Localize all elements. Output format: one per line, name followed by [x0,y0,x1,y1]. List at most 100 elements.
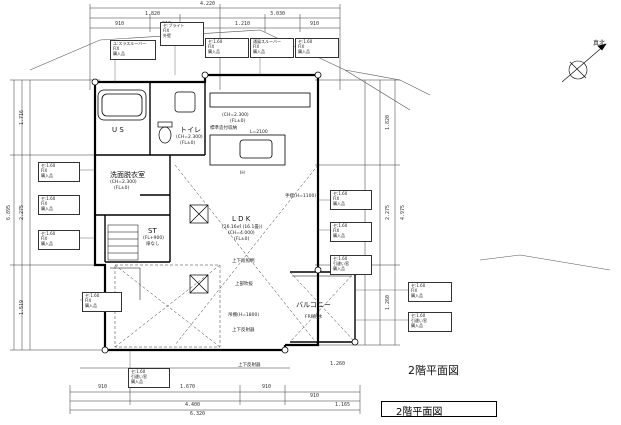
note-box-3: セ:1.60 FIX 購入品 [205,38,249,58]
dim-right-total: 4.975 [400,204,407,221]
dim-right-seg-2: 2.275 [385,204,392,221]
dim-bottom-total: 6.320 [190,411,206,417]
dim-right-seg-1: 1.820 [385,114,392,131]
dim-top-left: 1.820 [145,11,161,17]
note-11-line-2: 引違い窓 [411,318,427,323]
right-dimension-lines [315,79,400,346]
ceiling-note: 吊棚(H=1800) [228,313,260,318]
note-3-line-1: セ:1.60 [208,39,223,44]
kitchen-counter [209,92,311,166]
note-8-line-3: 購入品 [333,201,345,206]
upper-void-note: 上部吹抜 [235,282,253,287]
note-9-line-3: 購入品 [333,233,345,238]
note-box-10: セ:1.60 FIX 購入品 [408,282,452,302]
note-box-6: セ:1.60 FIX 購入品 [38,162,80,182]
ldk-ch: (CH=4.000) [228,231,255,236]
title-box: 2階平面図 [381,401,497,418]
dim-left-seg-3: 1.519 [19,299,26,316]
washroom-ch: (CH=2.300) [110,180,137,185]
kitchen-storage-label: 標準造付収納 [210,126,237,131]
note-box-4: 通風スルーバー FIX 購入品 [250,38,294,58]
note-10-line-1: セ:1.60 [411,283,426,288]
note-15-line-2: 引違い窓 [333,261,349,266]
note-box-11: セ:1.60 引違い窓 購入品 [408,312,452,332]
note-15-line-1: セ:1.60 [333,256,348,261]
handrail-note: 手摺(H=1100) [285,194,317,199]
bottom-reflector-note: 上下反射器 [238,363,261,368]
toilet-fl: (FL±0) [180,141,196,146]
ldk-area: (26.16㎡ (16.1畳)) [222,225,263,230]
note-box-5: セ:1.60 FIX 購入品 [295,38,339,58]
dim-right-seg-3: 1.260 [385,294,392,311]
balcony-note: FRP防水 [305,315,323,320]
dim-bottom-seg-2: 910 [310,393,320,399]
note-2-line-3: 購入品 [113,51,125,56]
dim-bottom-seg-3: 1.165 [335,402,351,408]
note-box-9: セ:1.60 FIX 購入品 [330,222,372,242]
note-box-2: ユ:スラスルーバー FIX 購入品 [110,40,156,60]
toilet-fixture [157,91,196,144]
dim-top-total: 4.220 [200,1,216,7]
note-12-line-1: セ:1.60 [85,293,100,298]
note-7-line-1: セ:1.60 [41,231,56,236]
note-10-line-3: 購入品 [411,293,423,298]
dim-top-seg-1: 910 [115,21,125,27]
room-balcony: バルコニー [296,301,331,309]
note-6-line-3: 購入品 [41,173,53,178]
dim-left-seg-1: 1.716 [19,109,26,126]
note-5-line-3: 購入品 [298,49,310,54]
note-8-line-1: セ:1.60 [333,191,348,196]
room-us: U S [112,126,124,134]
note-14-line-3: 購入品 [41,206,53,211]
note-2-line-2: FIX [113,46,120,51]
dim-balcony-width: 1.260 [330,361,346,367]
dim-left-total: 6.895 [6,204,13,221]
room-st: ST [148,227,157,235]
skylight-markers [189,204,209,294]
note-12-line-2: FIX [85,298,92,303]
note-9-line-2: FIX [333,228,340,233]
room-toilet: トイレ [180,126,201,134]
note-1-line-2: FIX [163,28,170,33]
void-diagonals [114,164,356,348]
reflector-note: 上下反射器 [232,328,255,333]
compass-label: 真北 [593,40,606,47]
note-15-line-3: 購入品 [333,266,345,271]
note-13-line-1: セ:1.60 [131,369,146,374]
stair [107,224,141,300]
note-box-13: セ:1.60 引違い窓 購入品 [128,368,170,388]
lighting-note: 上下段照明 [232,259,255,264]
north-arrow [561,43,607,83]
note-1-line-3: 外壁 [163,33,171,38]
note-14-line-1: セ:1.60 [41,196,56,201]
note-12-line-3: 購入品 [85,303,97,308]
bathtub [97,89,147,121]
note-box-8: セ:1.60 FIX 購入品 [330,190,372,210]
plan-title: 2階平面図 [408,364,459,377]
note-13-line-3: 購入品 [131,379,143,384]
note-5-line-2: FIX [298,44,305,49]
st-note: 扉なし [146,242,160,247]
note-9-line-1: セ:1.60 [333,223,348,228]
note-5-line-1: セ:1.60 [298,39,313,44]
note-7-line-3: 購入品 [41,241,53,246]
note-3-line-2: FIX [208,44,215,49]
dim-top-seg-4: 910 [310,21,320,27]
dim-bottom-third-1: 910 [98,384,108,390]
note-2-line-1: ユ:スラスルーバー [113,41,147,46]
note-box-12: セ:1.60 FIX 購入品 [82,292,122,312]
note-8-line-2: FIX [333,196,340,201]
note-13-line-2: 引違い窓 [131,374,147,379]
dim-bottom-seg-1: 4.400 [185,402,201,408]
room-ldk: L D K [232,215,251,223]
balcony-outline [290,271,356,343]
ldk-fl: (FL±0) [234,237,250,242]
toilet-ch: (CH=2.300) [176,135,203,140]
note-10-line-2: FIX [411,288,418,293]
left-dimension-lines [10,79,110,351]
note-4-line-1: 通風スルーバー [253,39,281,44]
washroom-fl: (FL±0) [114,186,130,191]
room-washroom: 洗面脱衣室 [110,171,145,179]
note-7-line-2: FIX [41,236,48,241]
